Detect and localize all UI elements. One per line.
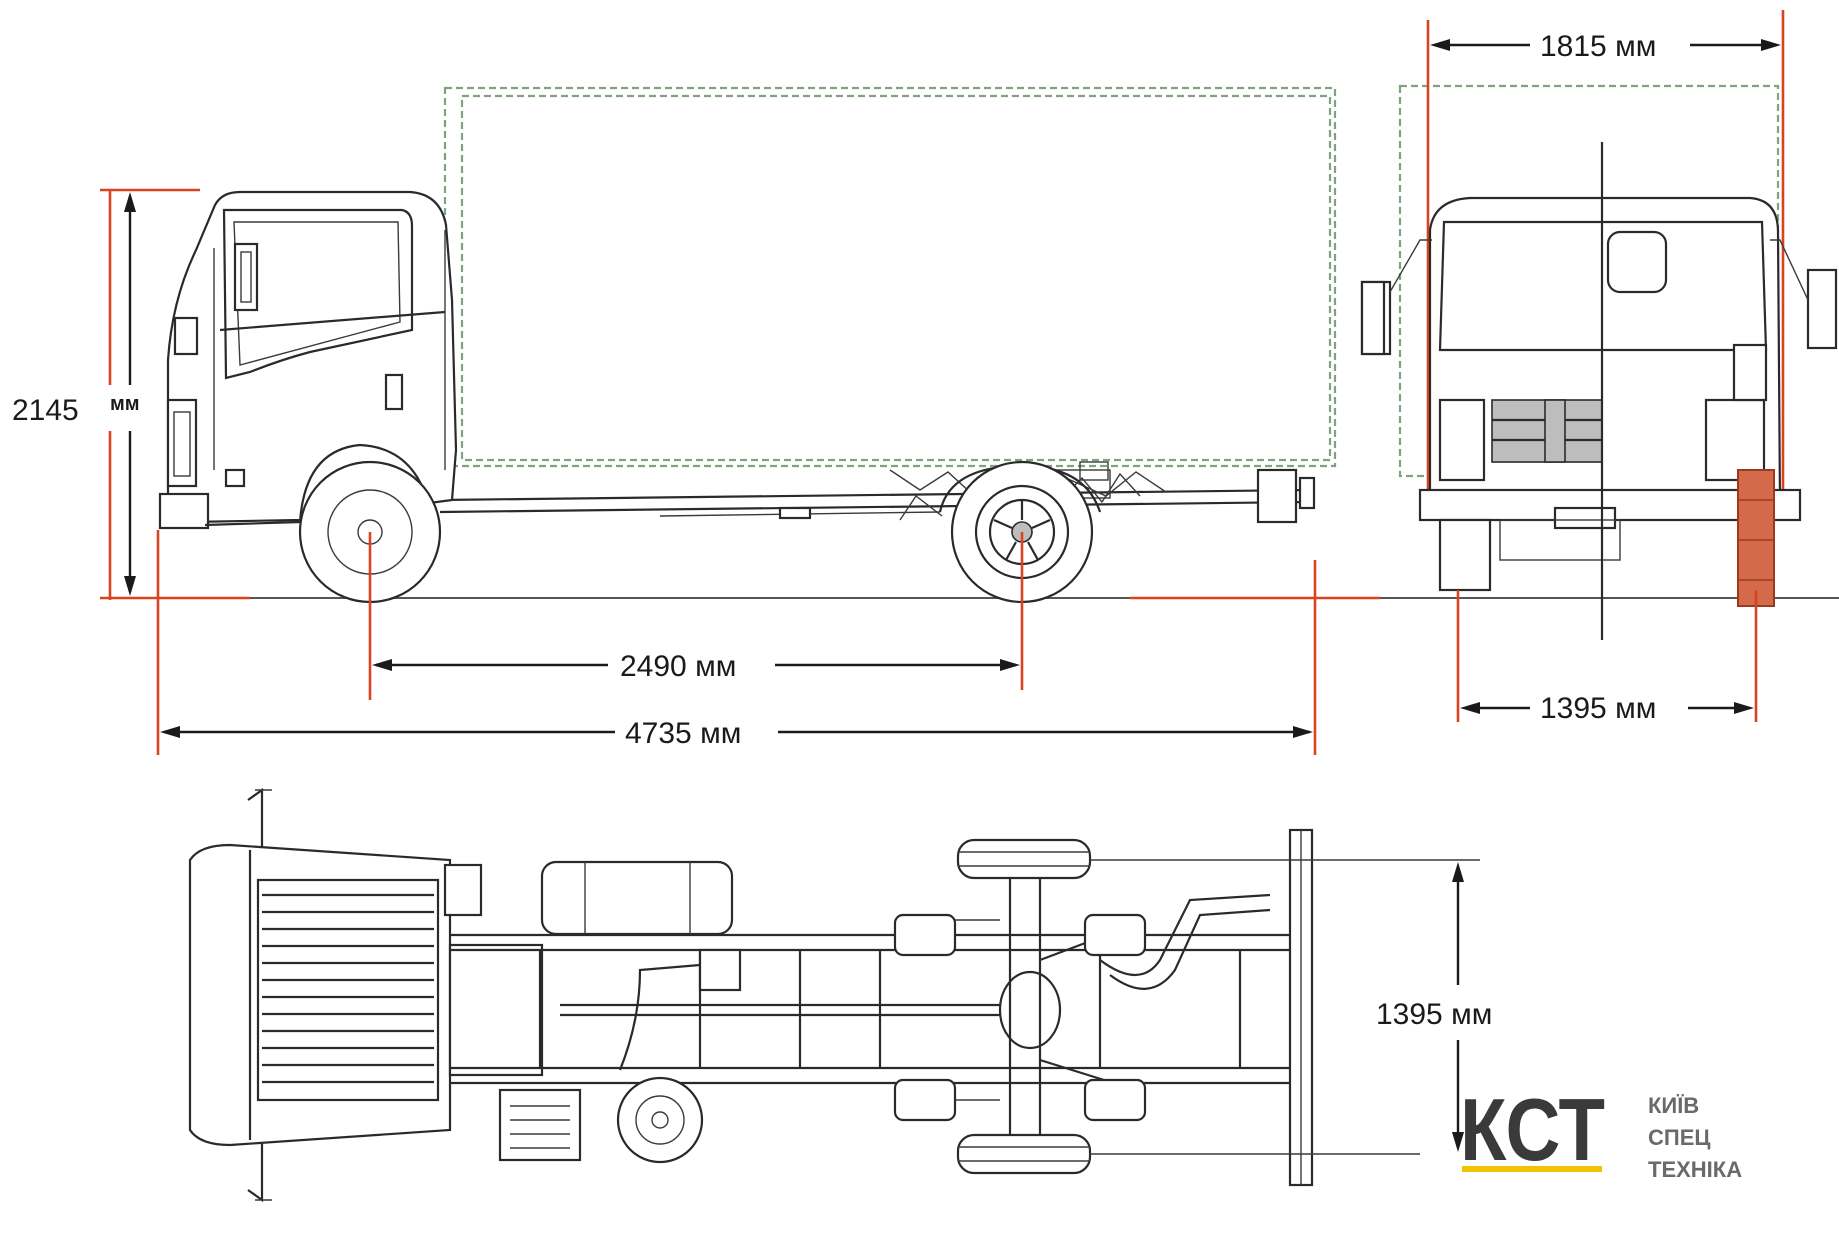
front-wheel-top — [616, 1076, 704, 1164]
overall-length-label: 4735 мм — [625, 717, 741, 750]
rear-track-top-view-label: 1395 мм — [1376, 998, 1492, 1031]
truck-cab-front — [1360, 196, 1838, 592]
logo-line-2: СПЕЦ — [1648, 1125, 1710, 1150]
rear-track-front-view-label: 1395 мм — [1540, 692, 1656, 725]
logo-mark: КСТ — [1460, 1080, 1605, 1179]
truck-cab-side — [158, 190, 458, 530]
kst-logo: КСТ КИЇВ СПЕЦ ТЕХНІКА — [1460, 1080, 1742, 1182]
overall-length-dimension: 4735 мм — [156, 530, 1317, 755]
logo-underline — [1462, 1166, 1602, 1172]
rear-track-front-view-dimension: 1395 мм — [1456, 590, 1758, 725]
battery-box — [498, 1088, 582, 1162]
cargo-box-outline — [443, 86, 1337, 468]
front-view: 1815 мм — [1360, 10, 1838, 725]
height-dimension: 2145 мм — [8, 188, 200, 600]
side-view: 2145 мм 2490 мм 4735 мм — [8, 86, 1839, 755]
front-right-wheel — [1737, 469, 1775, 607]
wheelbase-dimension: 2490 мм — [368, 532, 1024, 700]
front-width-label: 1815 мм — [1540, 30, 1656, 63]
logo-line-3: ТЕХНІКА — [1648, 1157, 1742, 1182]
rear-track-top-view-dimension: 1395 мм — [1090, 859, 1492, 1155]
front-width-dimension: 1815 мм — [1426, 10, 1785, 500]
logo-line-1: КИЇВ — [1648, 1093, 1699, 1118]
rear-axle-top — [893, 838, 1147, 1175]
top-chassis-frame — [450, 893, 1300, 1101]
wheelbase-label: 2490 мм — [620, 650, 736, 683]
truck-cab-top — [188, 787, 544, 1203]
fuel-tank — [540, 860, 734, 936]
height-value: 2145 — [12, 394, 79, 427]
side-chassis-frame — [439, 461, 1316, 524]
cab-roof-slats — [262, 893, 434, 1084]
height-unit: мм — [110, 393, 140, 415]
top-view: 1395 мм — [188, 787, 1492, 1203]
